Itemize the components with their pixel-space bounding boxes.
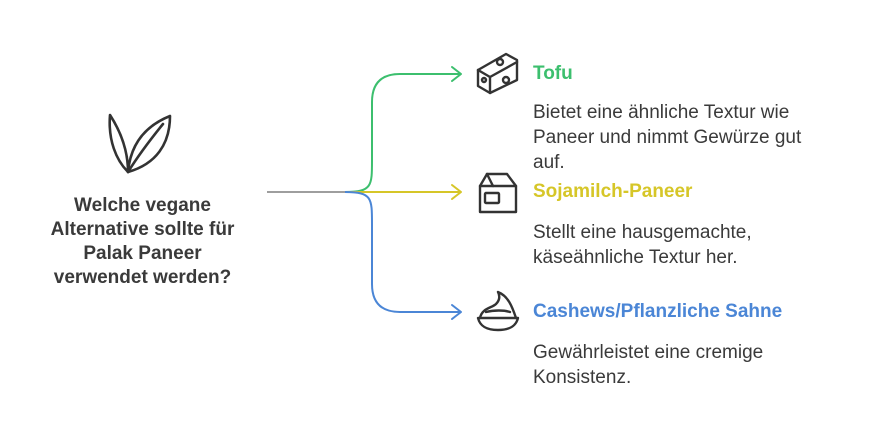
question-line: Palak Paneer [83, 243, 202, 264]
arrowhead-tofu [451, 66, 462, 82]
option-title-tofu: Tofu [533, 63, 573, 84]
option-desc-tofu: Bietet eine ähnliche Textur wie Paneer u… [533, 100, 863, 175]
option-title-sojamilch: Sojamilch-Paneer [533, 181, 693, 202]
desc-line: Konsistenz. [533, 367, 632, 388]
arrowhead-sojamilch [451, 184, 462, 200]
option-title-cashews: Cashews/Pflanzliche Sahne [533, 301, 783, 322]
question-line: Welche vegane [74, 195, 211, 216]
option-desc-cashews: Gewährleistet eine cremige Konsistenz. [533, 340, 863, 390]
connector-tofu [344, 73, 460, 193]
connector-cashews [344, 191, 460, 313]
desc-line: Paneer und nimmt Gewürze gut [533, 127, 802, 148]
desc-line: Bietet eine ähnliche Textur wie [533, 102, 790, 123]
desc-line: käseähnliche Textur her. [533, 247, 738, 268]
cream-bowl-icon [476, 290, 520, 332]
question-text: Welche vegane Alternative sollte für Pal… [20, 194, 265, 290]
desc-line: Stellt eine hausgemachte, [533, 222, 752, 243]
cheese-icon [476, 52, 519, 95]
leaf-icon [108, 113, 172, 174]
option-desc-sojamilch: Stellt eine hausgemachte, käseähnliche T… [533, 220, 863, 270]
desc-line: auf. [533, 152, 565, 173]
question-line: verwendet werden? [53, 267, 232, 288]
arrowhead-cashews [451, 304, 462, 320]
desc-line: Gewährleistet eine cremige [533, 342, 764, 363]
milk-carton-icon [478, 172, 518, 214]
question-line: Alternative sollte für [50, 219, 235, 240]
